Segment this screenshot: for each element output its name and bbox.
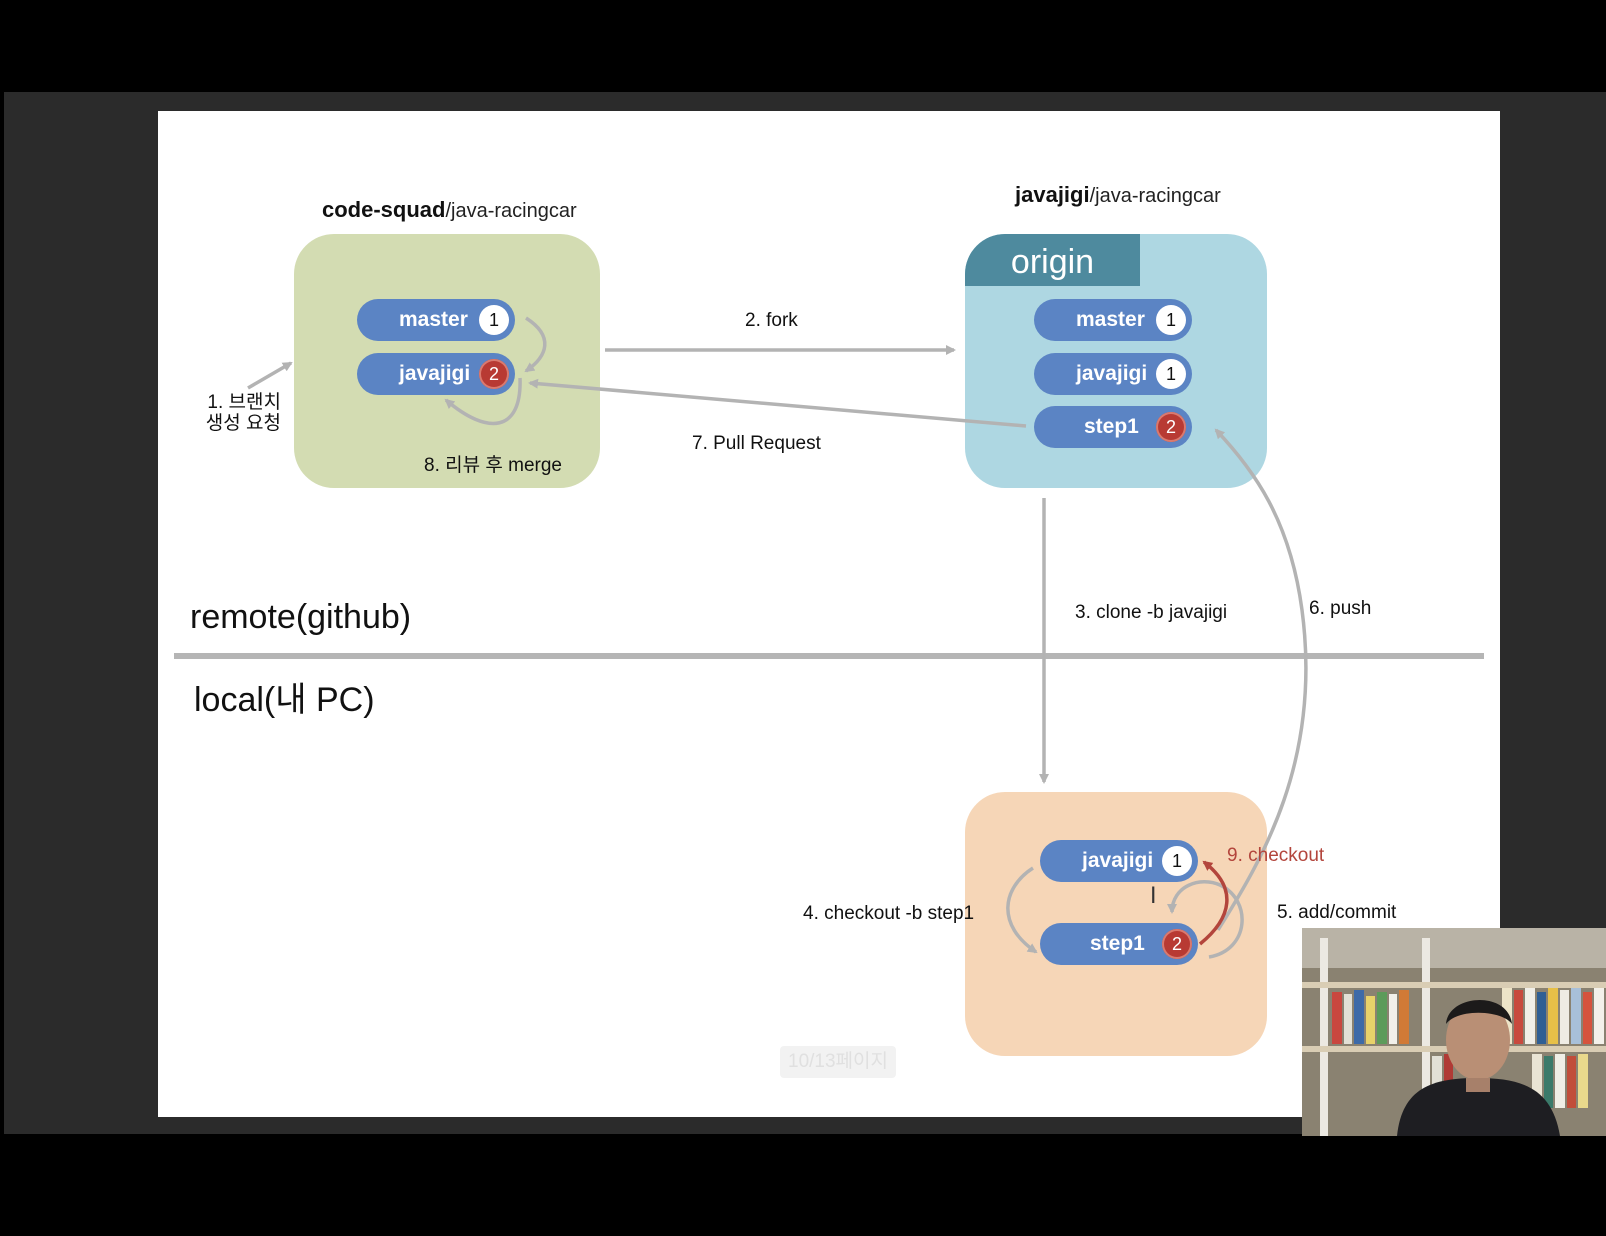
step-1-label: 1. 브랜치 생성 요청 (205, 392, 281, 434)
branch-label: master (1076, 308, 1145, 331)
branch-label: javajigi (1076, 362, 1148, 385)
branch-label: javajigi (1082, 849, 1154, 872)
upstream-branch-master: master 1 (357, 299, 515, 341)
branch-label: master (399, 308, 468, 331)
commit-badge: 2 (479, 359, 509, 389)
local-branch-step1: step1 2 (1040, 923, 1198, 965)
origin-tab (965, 234, 1140, 286)
step-8-label: 8. 리뷰 후 merge (424, 455, 562, 476)
origin-branch-master: master 1 (1034, 299, 1192, 341)
step-9-label: 9. checkout (1227, 845, 1325, 866)
remote-section-label: remote(github) (190, 598, 412, 636)
commit-badge: 2 (1162, 929, 1192, 959)
commit-badge: 1 (479, 305, 509, 335)
remote-local-divider (174, 653, 1484, 659)
step-4-label: 4. checkout -b step1 (803, 903, 975, 924)
fork-repo-owner: javajigi (1015, 182, 1090, 207)
local-section-label: local(내 PC) (194, 681, 375, 719)
step-1-line2: 생성 요청 (205, 413, 281, 434)
webcam-overlay (1302, 928, 1606, 1136)
local-branch-javajigi: javajigi 1 (1040, 840, 1198, 882)
commit-badge: 1 (1162, 846, 1192, 876)
viewer-edge (0, 92, 4, 1134)
origin-branch-step1: step1 2 (1034, 406, 1192, 448)
fork-repo-title: javajigi/java-racingcar (1015, 182, 1221, 208)
commit-badge: 1 (1156, 305, 1186, 335)
text-cursor-icon: I (1150, 884, 1157, 909)
fork-repo-path: /java-racingcar (1089, 185, 1221, 207)
origin-label: origin (1010, 243, 1095, 281)
commit-badge: 1 (1156, 359, 1186, 389)
step-2-label: 2. fork (745, 310, 798, 331)
step-6-label: 6. push (1309, 598, 1372, 619)
branch-label: javajigi (399, 362, 471, 385)
origin-branch-javajigi: javajigi 1 (1034, 353, 1192, 395)
upstream-repo-owner: code-squad (322, 197, 446, 222)
branch-label: step1 (1084, 415, 1139, 438)
step-1-line1: 1. 브랜치 (207, 392, 281, 413)
commit-badge: 2 (1156, 412, 1186, 442)
step-3-label: 3. clone -b javajigi (1075, 602, 1228, 623)
upstream-branch-javajigi: javajigi 2 (357, 353, 515, 395)
step-7-label: 7. Pull Request (692, 433, 821, 454)
upstream-repo-path: /java-racingcar (445, 200, 577, 222)
branch-label: step1 (1090, 932, 1145, 955)
webcam-image (1302, 928, 1606, 1136)
page-indicator: 10/13페이지 (780, 1046, 896, 1078)
step-5-label: 5. add/commit (1277, 902, 1397, 923)
upstream-repo-title: code-squad/java-racingcar (322, 197, 577, 223)
